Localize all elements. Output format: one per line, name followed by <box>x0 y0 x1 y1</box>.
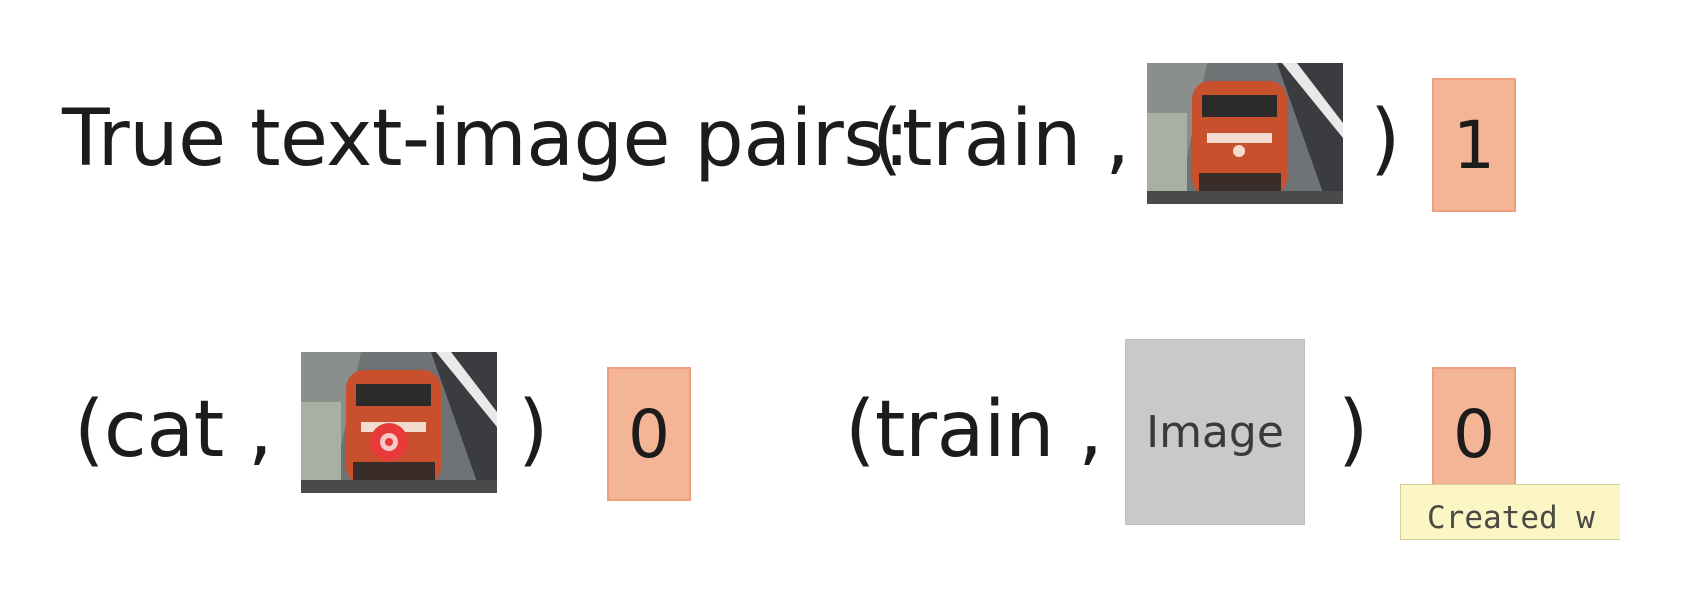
pair1-close-paren: ) <box>1370 94 1400 184</box>
train-photo-marked-graphic <box>301 352 497 493</box>
pair3-close-paren: ) <box>1338 385 1368 475</box>
train-photo-graphic <box>1147 63 1343 204</box>
image-placeholder: Image <box>1125 339 1305 525</box>
created-with-tooltip: Created w <box>1400 484 1620 540</box>
train-photo-with-red-target-mark <box>301 352 497 493</box>
pair1-open-text: (train , <box>872 94 1130 184</box>
pair2-label-box: 0 <box>607 367 691 501</box>
pair3-open-text: (train , <box>845 385 1103 475</box>
true-pairs-title: True text-image pairs: <box>62 94 910 184</box>
pair2-close-paren: ) <box>518 385 548 475</box>
pair2-open-text: (cat , <box>74 385 273 475</box>
pair3-label-box: 0 <box>1432 367 1516 501</box>
train-photo <box>1147 63 1343 204</box>
pair1-label-box: 1 <box>1432 78 1516 212</box>
